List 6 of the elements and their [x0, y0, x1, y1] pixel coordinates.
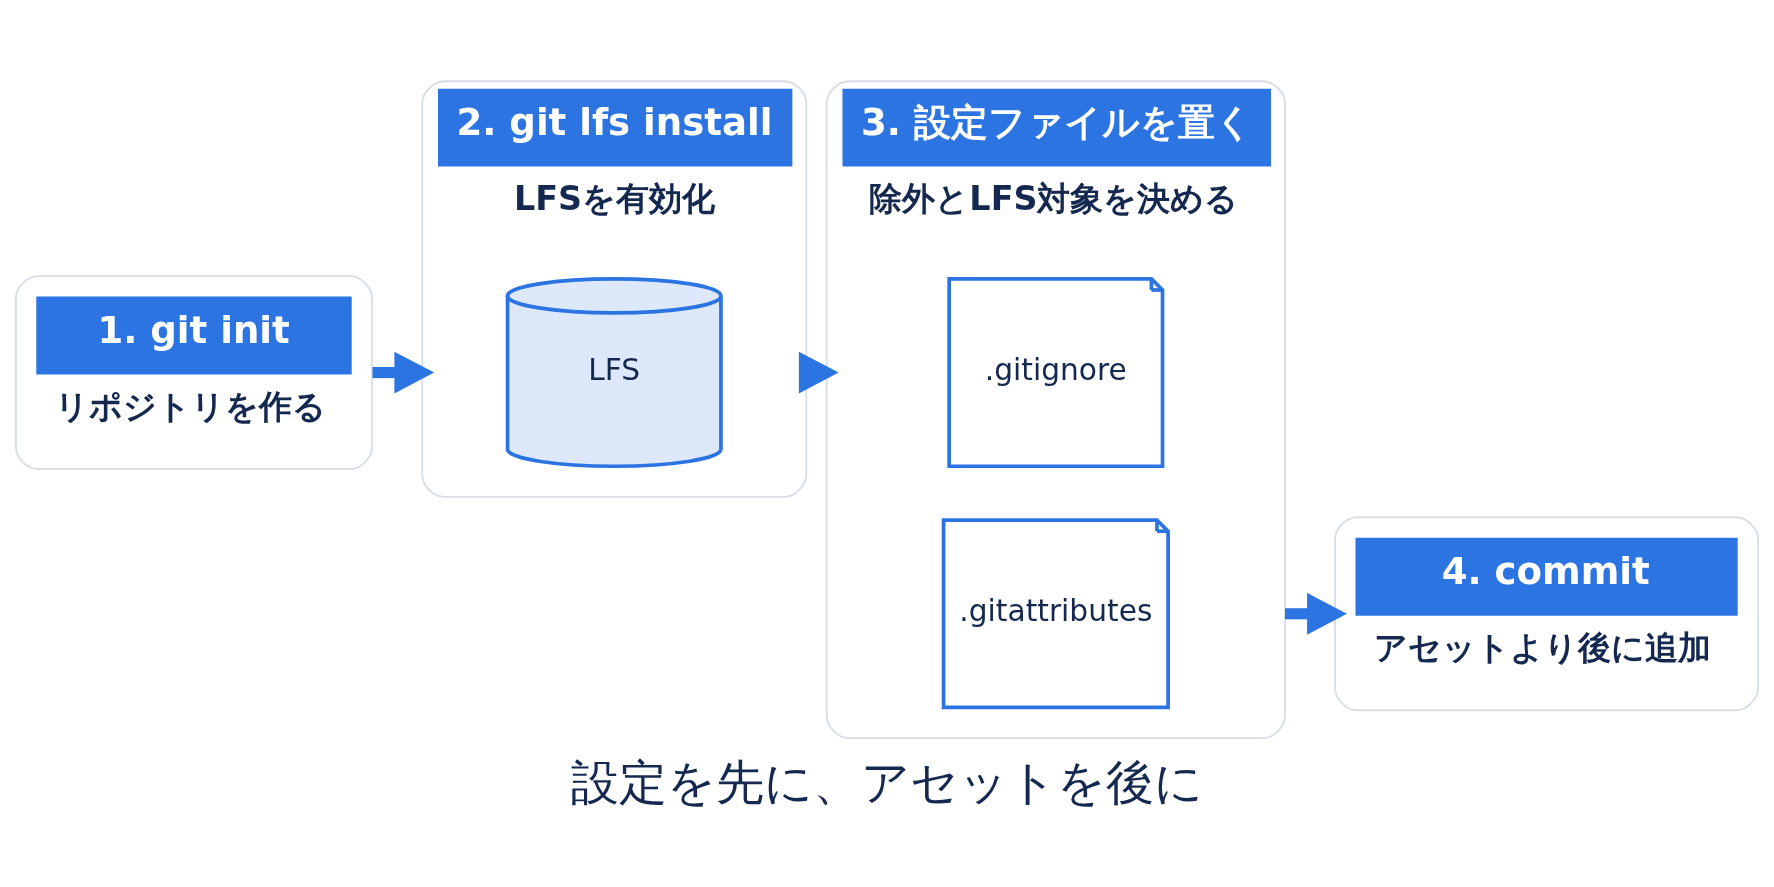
caption: 設定を先に、アセットを後に [571, 753, 1203, 810]
arrow [372, 351, 435, 393]
node-box: 1. git init リポジトリを作る [14, 274, 374, 470]
arrow [1285, 592, 1347, 635]
arrow [798, 351, 839, 393]
node-box: 4. commit アセットより後に追加 [1334, 515, 1760, 711]
